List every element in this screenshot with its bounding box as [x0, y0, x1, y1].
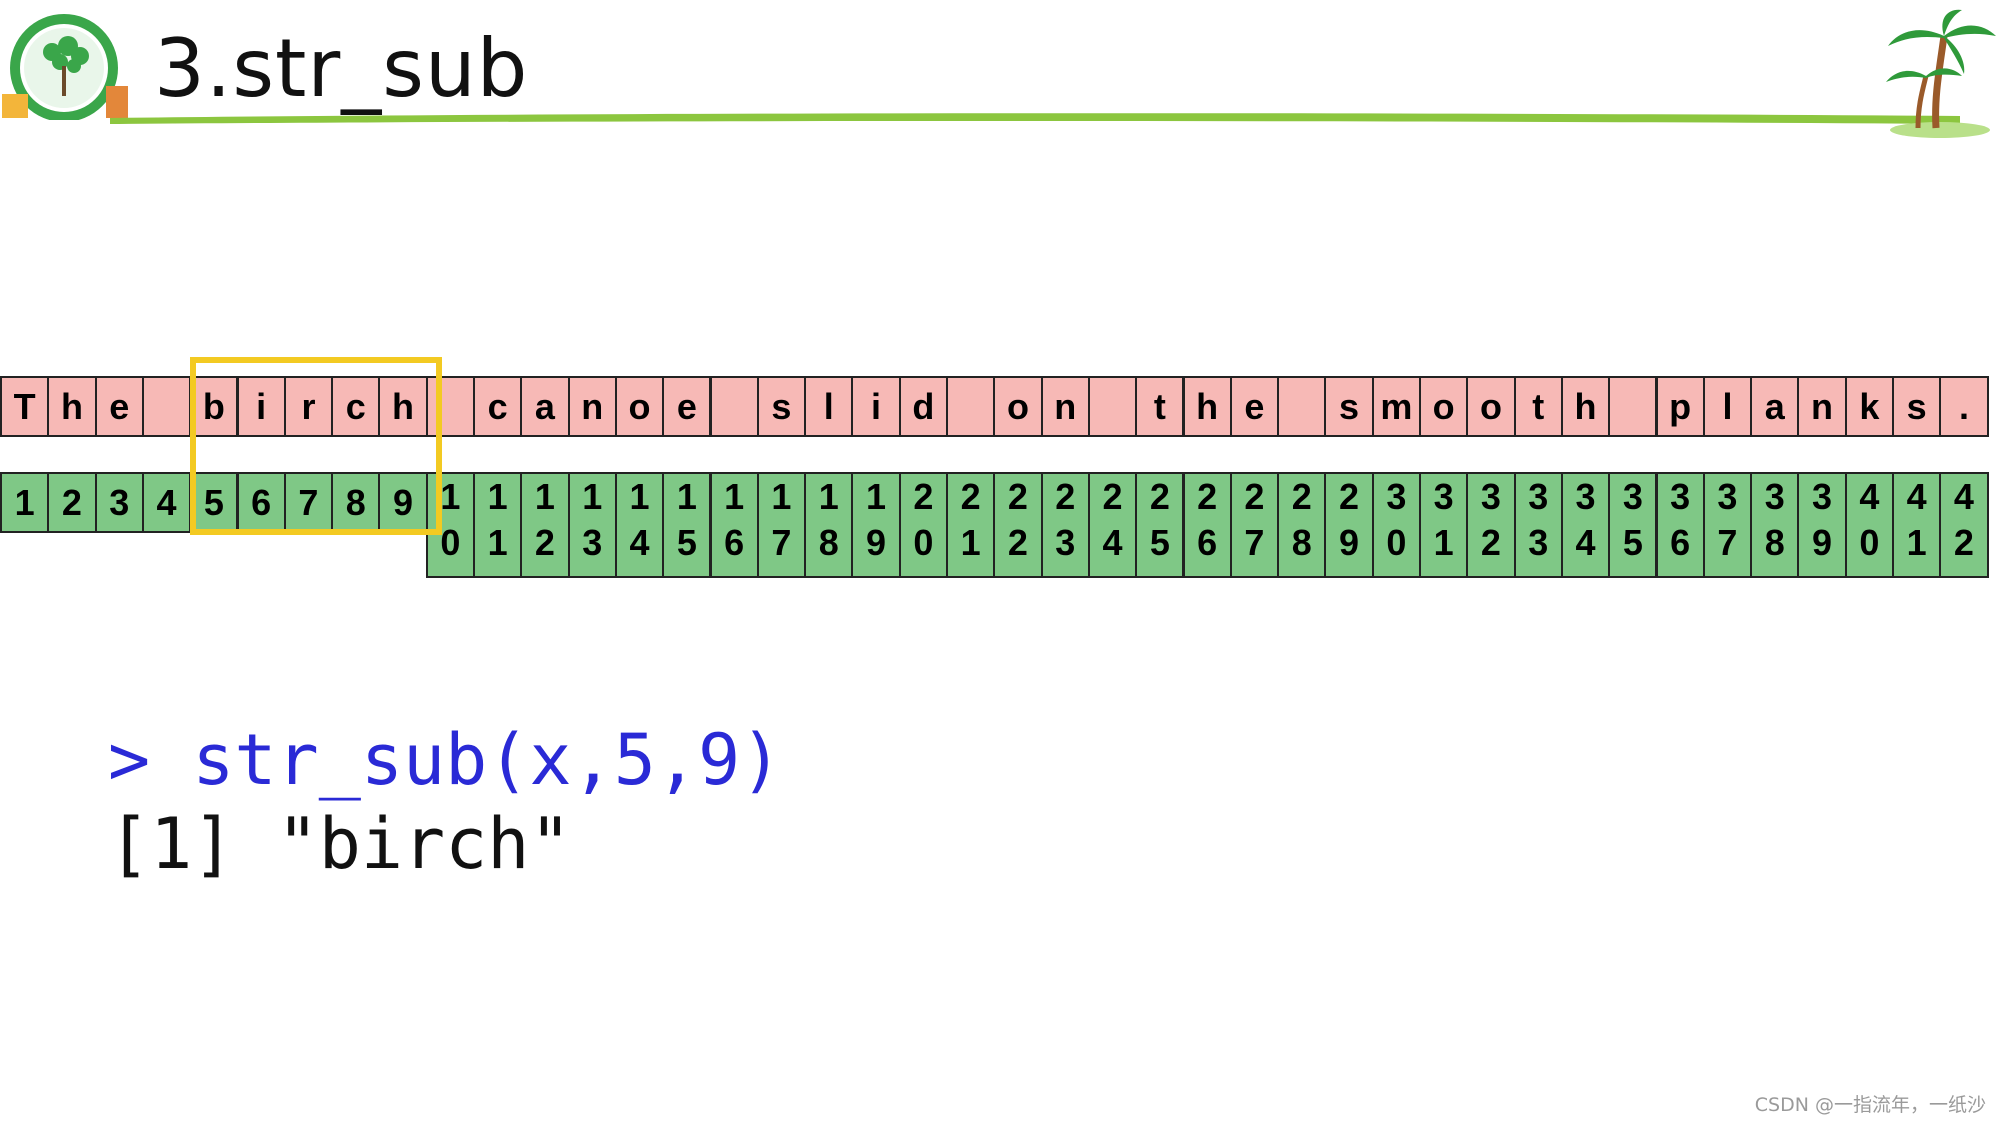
char-cell: o	[993, 376, 1043, 437]
console-command: > str_sub(x,5,9)	[108, 719, 783, 801]
char-cell	[946, 376, 996, 437]
char-cell: s	[1892, 376, 1942, 437]
char-cell: s	[1324, 376, 1374, 437]
char-cell: n	[1040, 376, 1090, 437]
index-cell: 2	[47, 472, 97, 533]
console-output: [1] "birch"	[108, 803, 572, 885]
char-cell: o	[1419, 376, 1469, 437]
char-cell: n	[567, 376, 617, 437]
char-cell: d	[898, 376, 948, 437]
index-cell: 3	[94, 472, 144, 533]
char-cell: m	[1371, 376, 1421, 437]
logo-icon	[2, 14, 128, 120]
char-cell: l	[804, 376, 854, 437]
char-cell: t	[1135, 376, 1185, 437]
char-cell: e	[662, 376, 712, 437]
char-cell: e	[94, 376, 144, 437]
char-cell: s	[756, 376, 807, 437]
char-cell: i	[851, 376, 901, 437]
char-cell: b	[189, 376, 239, 437]
char-cell: n	[1797, 376, 1847, 437]
char-cell	[1608, 376, 1658, 437]
char-cell	[1087, 376, 1138, 437]
char-cell: h	[1182, 376, 1232, 437]
char-cell: e	[1229, 376, 1280, 437]
header-divider	[110, 113, 1960, 124]
palm-tree-icon	[1886, 9, 1996, 138]
char-cell: o	[1466, 376, 1516, 437]
char-cell	[141, 376, 192, 437]
char-cell: l	[1702, 376, 1753, 437]
substring-highlight-box	[190, 357, 442, 535]
index-cell: 4	[141, 472, 192, 533]
char-cell: o	[614, 376, 665, 437]
char-cell: a	[1750, 376, 1800, 437]
char-cell: k	[1844, 376, 1894, 437]
char-cell	[1277, 376, 1327, 437]
char-cell: a	[520, 376, 570, 437]
char-cell: h	[378, 376, 428, 437]
char-cell: .	[1939, 376, 1989, 437]
char-cell: i	[236, 376, 286, 437]
char-cell: c	[473, 376, 523, 437]
char-cell: p	[1655, 376, 1705, 437]
char-cell: T	[0, 376, 50, 437]
index-cell: 1	[0, 472, 50, 533]
char-cell: t	[1513, 376, 1563, 437]
char-cell	[425, 376, 475, 437]
char-cell	[709, 376, 759, 437]
page-title: 3.str_sub	[154, 22, 529, 115]
char-cell: r	[283, 376, 334, 437]
watermark: CSDN @一指流年，一纸沙	[1754, 1094, 1986, 1116]
r-console: > str_sub(x,5,9) [1] "birch"	[108, 718, 782, 886]
char-cell: h	[47, 376, 97, 437]
char-cell: h	[1560, 376, 1611, 437]
